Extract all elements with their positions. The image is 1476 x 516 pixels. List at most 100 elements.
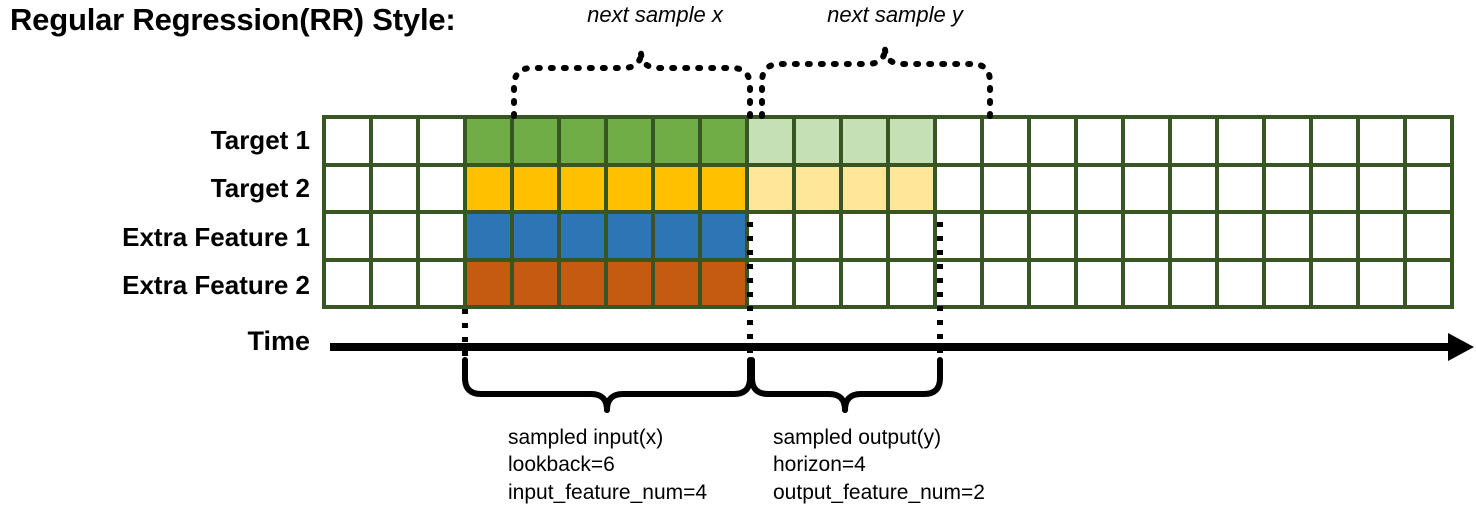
grid-cell-r4-c14: [937, 261, 980, 305]
grid-cell-r1-c22: [1313, 119, 1356, 163]
grid-cell-r1-c10: [749, 119, 792, 163]
grid-cell-r3-c18: [1125, 214, 1168, 258]
grid-cell-r3-c10: [749, 214, 792, 258]
row-label-column: Target 1 Target 2 Extra Feature 1 Extra …: [10, 0, 310, 516]
annotation-sampled-output-line-3: output_feature_num=2: [773, 480, 985, 504]
grid-cell-r1-c14: [937, 119, 980, 163]
grid-cell-r2-c3: [420, 166, 463, 210]
grid-cell-r1-c11: [796, 119, 839, 163]
grid-cell-r2-c5: [514, 166, 557, 210]
annotation-next-sample-x: next sample x: [587, 2, 723, 27]
row-label-target-2: Target 2: [210, 173, 310, 203]
grid-cell-r1-c5: [514, 119, 557, 163]
grid-cell-r4-c23: [1360, 261, 1403, 305]
grid-cell-r1-c2: [373, 119, 416, 163]
row-label-extra-feature-2: Extra Feature 2: [122, 270, 310, 300]
grid-cell-r4-c6: [561, 261, 604, 305]
grid-cell-r1-c6: [561, 119, 604, 163]
grid-cell-r2-c10: [749, 166, 792, 210]
grid-cell-r3-c22: [1313, 214, 1356, 258]
annotation-sampled-output-line-2: horizon=4: [773, 453, 866, 477]
grid-cell-r3-c11: [796, 214, 839, 258]
grid-cell-r3-c16: [1031, 214, 1074, 258]
timeline-grid: [322, 115, 1454, 309]
grid-cell-r4-c21: [1266, 261, 1309, 305]
grid-cell-r3-c6: [561, 214, 604, 258]
grid-cell-r1-c8: [655, 119, 698, 163]
grid-cell-r3-c5: [514, 214, 557, 258]
grid-cell-r2-c22: [1313, 166, 1356, 210]
grid-cell-r2-c15: [984, 166, 1027, 210]
grid-cell-r3-c4: [467, 214, 510, 258]
grid-cell-r2-c16: [1031, 166, 1074, 210]
grid-cell-r1-c12: [843, 119, 886, 163]
grid-cell-r1-c23: [1360, 119, 1403, 163]
dotted-brace-next-sample-y: [759, 45, 993, 119]
grid-cell-r3-c9: [702, 214, 745, 258]
grid-cell-r3-c12: [843, 214, 886, 258]
annotation-sampled-output: sampled output(y) horizon=4 output_featu…: [773, 424, 985, 506]
grid-cell-r4-c12: [843, 261, 886, 305]
grid-cell-r1-c3: [420, 119, 463, 163]
grid-cell-r3-c13: [890, 214, 933, 258]
grid-cell-r2-c9: [702, 166, 745, 210]
grid-cell-r4-c15: [984, 261, 1027, 305]
grid-cell-r2-c2: [373, 166, 416, 210]
grid-cell-r1-c16: [1031, 119, 1074, 163]
grid-cell-r4-c18: [1125, 261, 1168, 305]
grid-cell-r1-c13: [890, 119, 933, 163]
row-label-target-1: Target 1: [210, 125, 310, 155]
grid-cell-r2-c17: [1078, 166, 1121, 210]
grid-cell-r4-c7: [608, 261, 651, 305]
grid-cell-r1-c4: [467, 119, 510, 163]
grid-cell-r4-c8: [655, 261, 698, 305]
grid-cell-r4-c22: [1313, 261, 1356, 305]
grid-cell-r3-c7: [608, 214, 651, 258]
grid-cell-r1-c21: [1266, 119, 1309, 163]
grid-cell-r1-c9: [702, 119, 745, 163]
grid-cell-r3-c21: [1266, 214, 1309, 258]
grid-cell-r1-c20: [1219, 119, 1262, 163]
grid-cell-r2-c6: [561, 166, 604, 210]
grid-cell-r4-c17: [1078, 261, 1121, 305]
grid-cell-r3-c8: [655, 214, 698, 258]
dotted-brace-next-sample-x: [511, 49, 753, 119]
annotation-next-sample-y: next sample y: [827, 2, 963, 27]
grid-cell-r3-c15: [984, 214, 1027, 258]
grid-cell-r4-c11: [796, 261, 839, 305]
grid-cell-r4-c16: [1031, 261, 1074, 305]
grid-cell-r1-c19: [1172, 119, 1215, 163]
annotation-sampled-output-line-1: sampled output(y): [773, 426, 942, 449]
grid-cell-r2-c14: [937, 166, 980, 210]
annotation-sampled-input-line-3: input_feature_num=4: [508, 480, 708, 504]
grid-cell-r2-c1: [326, 166, 369, 210]
grid-cell-r4-c10: [749, 261, 792, 305]
grid-cell-r1-c18: [1125, 119, 1168, 163]
annotation-sampled-input-line-2: lookback=6: [508, 453, 615, 477]
grid-cell-r1-c24: [1407, 119, 1450, 163]
grid-cell-r3-c2: [373, 214, 416, 258]
grid-cell-r2-c23: [1360, 166, 1403, 210]
grid-cell-r3-c17: [1078, 214, 1121, 258]
grid-cell-r3-c24: [1407, 214, 1450, 258]
grid-cell-r2-c20: [1219, 166, 1262, 210]
grid-cell-r2-c21: [1266, 166, 1309, 210]
timeline-grid-cells: [322, 115, 1454, 309]
grid-cell-r4-c3: [420, 261, 463, 305]
grid-cell-r4-c1: [326, 261, 369, 305]
grid-cell-r2-c7: [608, 166, 651, 210]
grid-cell-r4-c9: [702, 261, 745, 305]
solid-brace-sampled-input: [462, 357, 753, 413]
grid-cell-r3-c23: [1360, 214, 1403, 258]
grid-cell-r1-c1: [326, 119, 369, 163]
grid-cell-r3-c14: [937, 214, 980, 258]
grid-cell-r1-c15: [984, 119, 1027, 163]
grid-cell-r4-c2: [373, 261, 416, 305]
time-axis-label: Time: [247, 326, 310, 356]
grid-cell-r3-c3: [420, 214, 463, 258]
grid-cell-r4-c4: [467, 261, 510, 305]
grid-cell-r2-c24: [1407, 166, 1450, 210]
grid-cell-r1-c7: [608, 119, 651, 163]
grid-cell-r2-c11: [796, 166, 839, 210]
row-label-extra-feature-1: Extra Feature 1: [122, 222, 310, 252]
